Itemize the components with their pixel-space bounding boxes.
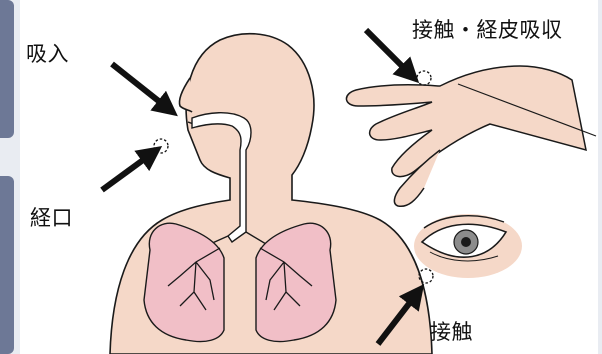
skin-absorption-label: 接触・経皮吸収 [412, 14, 563, 44]
side-tab-bottom [0, 176, 14, 354]
oral-label: 経口 [30, 202, 73, 232]
illustration-panel: 吸入 経口 接触・経皮吸収 接触 [20, 0, 598, 354]
skin-arrow-icon [366, 30, 412, 76]
hand-illustration [346, 66, 596, 206]
skin-entry-dashed-circle-icon [417, 71, 431, 85]
right-lung [256, 223, 336, 341]
inhalation-arrow-icon [112, 64, 170, 110]
oral-entry-dashed-circle-icon [154, 139, 168, 153]
eye-contact-label: 接触 [430, 316, 473, 346]
eye-illustration [414, 214, 522, 278]
exposure-routes-diagram [20, 0, 598, 354]
left-lung [144, 223, 224, 341]
inhalation-label: 吸入 [26, 38, 69, 68]
side-tab-top [0, 0, 14, 138]
oral-arrow-icon [102, 152, 154, 190]
